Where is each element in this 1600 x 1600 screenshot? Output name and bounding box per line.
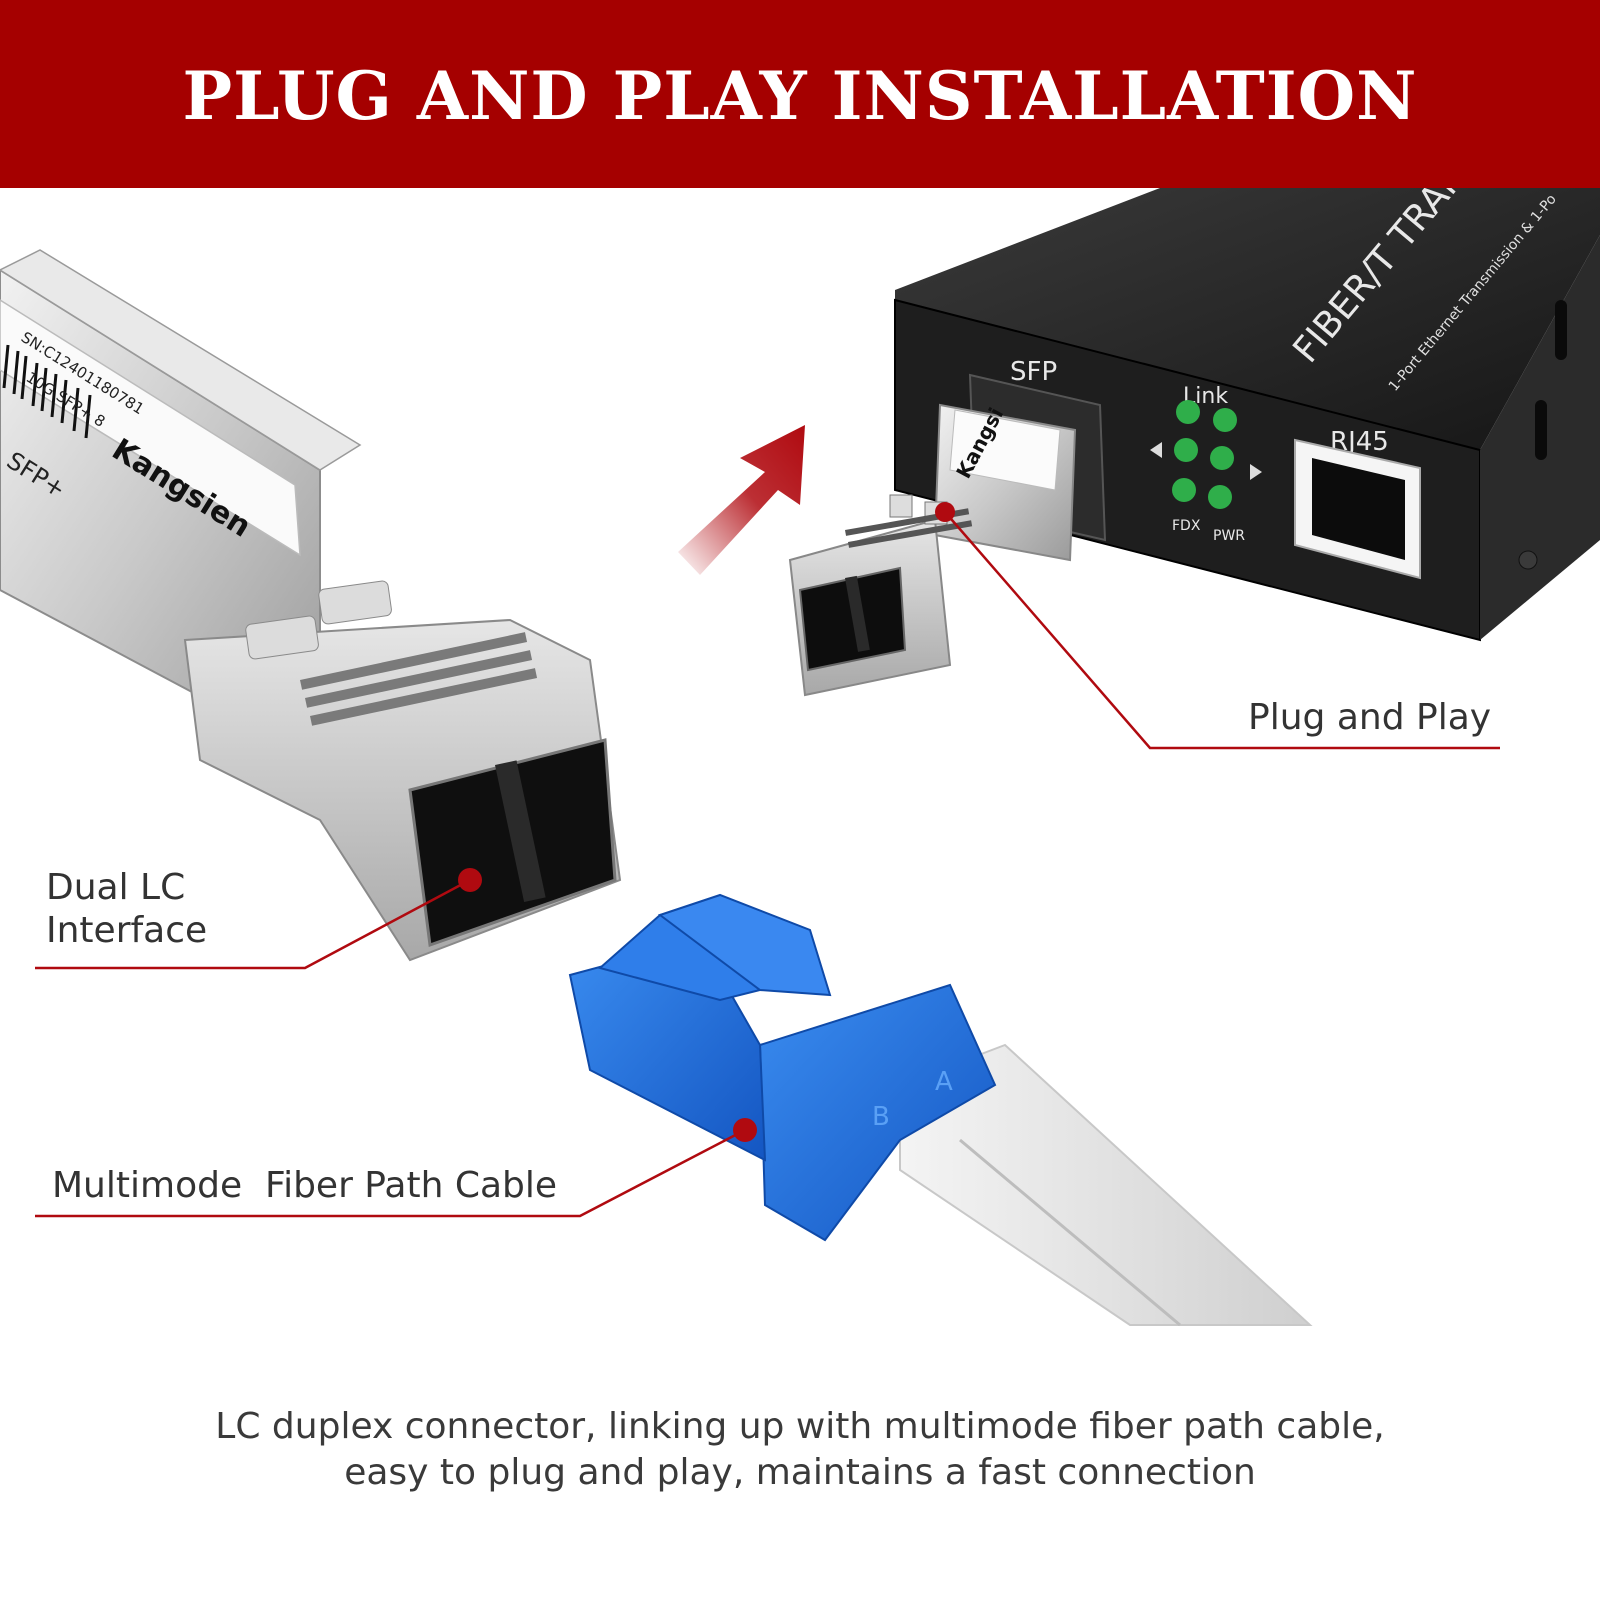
sfp-module-ridges	[300, 632, 538, 726]
callout-lines	[35, 511, 1500, 1218]
insert-arrow	[678, 425, 805, 575]
lc-connector-boot	[758, 983, 997, 1242]
vent-2	[1535, 400, 1547, 460]
dual-lc-port-divider	[495, 760, 546, 902]
inserted-sfp-port-divider	[844, 575, 870, 652]
led-pwr-label: PWR	[1213, 528, 1245, 544]
lc-mark-a: A	[935, 1067, 953, 1097]
callout-dot-plug-and-play	[935, 502, 955, 522]
led-fdx-label: FDX	[1172, 518, 1201, 534]
lc-connector-cable: B A	[568, 893, 1313, 1327]
sfp-module-label-area	[0, 299, 301, 557]
description-caption: LC duplex connector, linking up with mul…	[0, 1404, 1600, 1496]
callout-dot-dual-lc	[458, 868, 482, 892]
sfp-module-tab-1	[245, 615, 319, 660]
status-leds	[1172, 400, 1237, 509]
sfp-module-top-face	[0, 249, 362, 471]
banner-title: PLUG AND PLAY INSTALLATION	[182, 57, 1418, 135]
caption-line-1: LC duplex connector, linking up with mul…	[215, 1406, 1385, 1447]
inserted-sfp-label	[949, 409, 1061, 491]
sfp-module: SN:C12401180781 10G SFP+ 8 Kangsien SFP+	[0, 249, 622, 962]
callout-dual-lc: Dual LC Interface	[46, 866, 207, 952]
inserted-sfp-tab-1	[889, 494, 913, 518]
callout-plug-and-play: Plug and Play	[1248, 697, 1492, 738]
vent-1	[1555, 300, 1567, 360]
callout-dual-lc-line2: Interface	[46, 910, 208, 952]
caption-line-2: easy to plug and play, maintains a fast …	[344, 1452, 1256, 1494]
title-banner: PLUG AND PLAY INSTALLATION	[0, 0, 1600, 188]
sfp-module-barcode	[2, 344, 92, 439]
fiber-cable-split	[959, 1138, 1181, 1327]
product-illustration: SN:C12401180781 10G SFP+ 8 Kangsien SFP+…	[0, 188, 1600, 1327]
sfp-module-tab-2	[318, 580, 392, 625]
callout-line-dual-lc	[35, 878, 471, 970]
converter-top	[895, 188, 1600, 450]
sfp-port-label: SFP	[1010, 357, 1057, 387]
lc-latch-2	[657, 893, 832, 997]
callout-dots	[458, 502, 955, 1142]
led-arrow-left	[1150, 442, 1162, 458]
lc-mark-b: B	[872, 1102, 890, 1132]
inserted-sfp-module: Kangsi	[788, 404, 1077, 697]
callout-multimode: Multimode Fiber Path Cable	[52, 1165, 558, 1206]
rj45-port-opening	[1312, 458, 1405, 560]
callout-line-plug-and-play	[944, 511, 1500, 750]
screw	[1518, 550, 1538, 570]
callout-line-multimode	[35, 1128, 746, 1218]
fiber-cable	[899, 1043, 1313, 1326]
callout-dot-multimode	[733, 1118, 757, 1142]
callout-dual-lc-line1: Dual LC	[46, 867, 186, 908]
led-arrow-right	[1250, 464, 1262, 480]
